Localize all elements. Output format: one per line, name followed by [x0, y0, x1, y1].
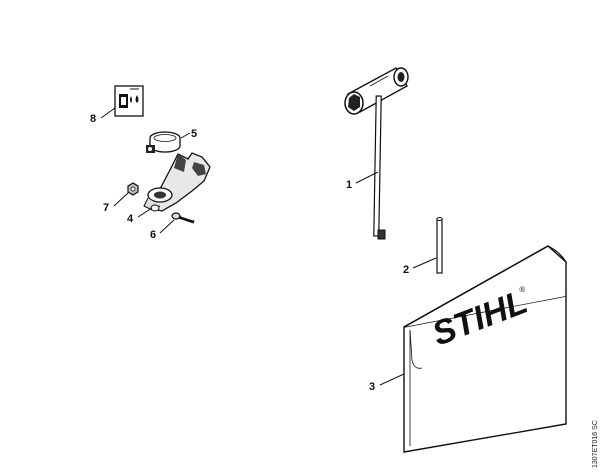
callout-2: 2	[403, 264, 409, 276]
callout-1: 1	[346, 179, 352, 191]
callout-6: 6	[150, 229, 156, 241]
leader-line-5	[180, 132, 191, 139]
leader-line-1	[355, 171, 379, 184]
hose-clamp	[146, 131, 181, 153]
hex-nut	[127, 182, 139, 196]
leader-line-8	[100, 107, 116, 119]
leader-line-6	[159, 219, 175, 234]
leader-line-4	[137, 207, 153, 218]
handle-bracket	[143, 152, 211, 212]
callout-3: 3	[369, 381, 375, 393]
locking-pin	[436, 217, 443, 274]
callout-5: 5	[191, 128, 197, 140]
fuel-oil-decal	[114, 85, 144, 117]
leader-line-2	[412, 257, 437, 269]
callout-4: 4	[127, 213, 134, 225]
callout-7: 7	[103, 202, 109, 214]
screw	[171, 212, 195, 224]
tool-pouch: STIHL ®	[403, 245, 567, 453]
reference-code: 1307ET016 SC	[592, 420, 599, 468]
leader-line-7	[113, 192, 129, 207]
combination-wrench	[344, 67, 409, 240]
callout-8: 8	[90, 113, 96, 125]
stihl-registered-mark: ®	[518, 284, 527, 295]
leader-line-3	[379, 373, 405, 386]
